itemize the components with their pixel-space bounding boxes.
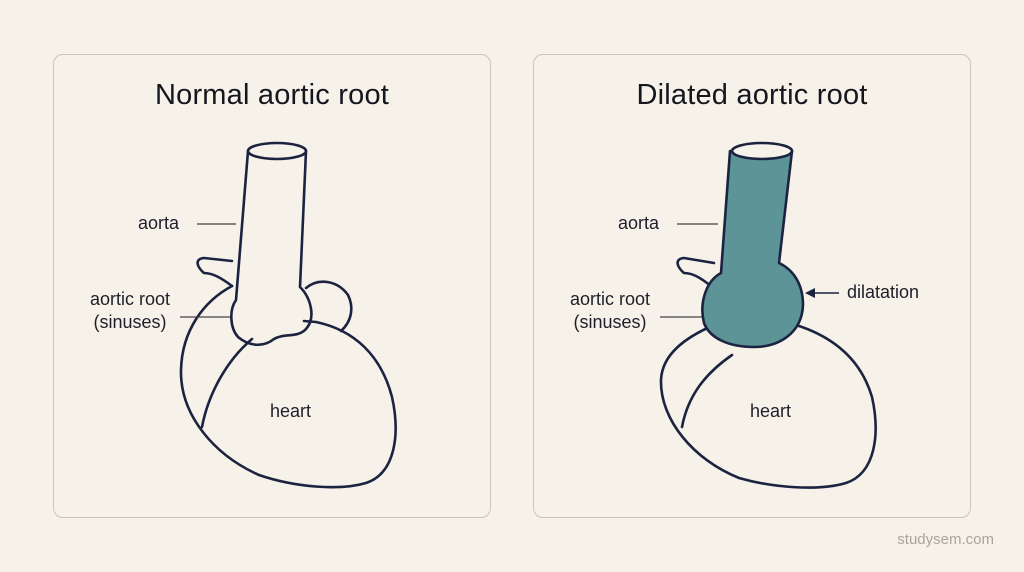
normal-aortic-root-panel: Normal aortic root aorta aortic root (si… <box>53 54 491 518</box>
heart-septum-line <box>200 337 254 429</box>
dilated-aorta <box>701 149 805 349</box>
heart-outline <box>179 284 397 489</box>
label-heart: heart <box>750 401 792 421</box>
panel-title-dilated: Dilated aortic root <box>636 79 868 111</box>
dilated-aortic-root-panel: Dilated aortic root aorta aortic root (s… <box>533 54 971 518</box>
label-aortic-root: aortic root (sinuses) <box>558 288 662 334</box>
label-aorta: aorta <box>138 213 180 233</box>
label-aortic-root-line1: aortic root <box>89 289 171 309</box>
heart-outline <box>659 323 877 489</box>
aorta-tube-outline <box>230 149 313 347</box>
normal-heart-diagram <box>179 141 397 489</box>
label-aortic-root-line1: aortic root <box>569 289 651 309</box>
right-atrium-outline <box>196 256 234 288</box>
panel-title-normal: Normal aortic root <box>154 79 390 111</box>
label-aortic-root-line2: (sinuses) <box>573 312 647 332</box>
label-dilatation: dilatation <box>847 282 920 302</box>
left-atrium-outline <box>304 280 353 333</box>
label-aortic-root: aortic root (sinuses) <box>78 288 182 334</box>
dilated-heart-diagram <box>659 141 877 489</box>
right-atrium-outline <box>676 256 716 289</box>
aorta-opening <box>730 141 794 161</box>
dilatation-arrow-head <box>805 288 815 298</box>
heart-septum-line <box>680 353 734 429</box>
watermark: studysem.com <box>897 531 994 548</box>
label-aortic-root-line2: (sinuses) <box>93 312 167 332</box>
aorta-opening <box>246 141 308 161</box>
label-heart: heart <box>270 401 312 421</box>
label-aorta: aorta <box>618 213 660 233</box>
